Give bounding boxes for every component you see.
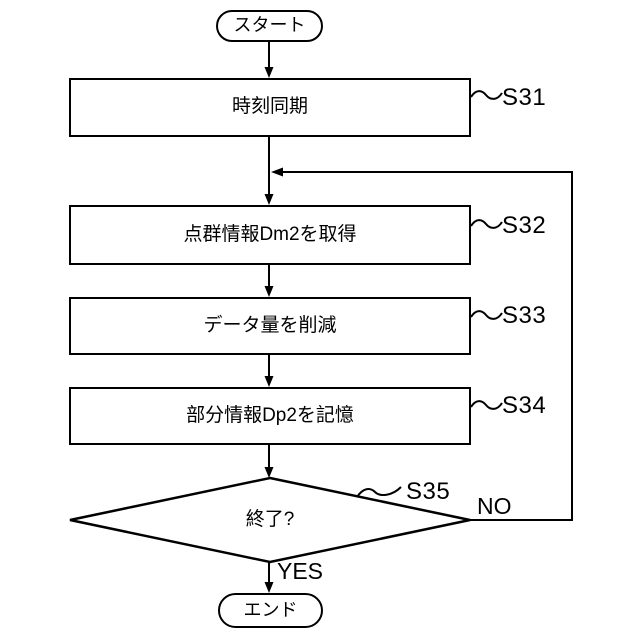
- process-box-s34: 部分情報Dp2を記憶: [69, 387, 471, 445]
- no-loop-arrowhead-icon: [271, 167, 283, 177]
- end-terminal: エンド: [218, 593, 323, 628]
- arrowhead-s34-icon: [264, 376, 274, 387]
- process-box-s31: 時刻同期: [69, 78, 471, 137]
- arrowhead-s32-icon: [264, 194, 274, 205]
- process-label-s31: 時刻同期: [231, 96, 308, 118]
- arrowhead-end-icon: [264, 582, 274, 593]
- no-loop-connector: [283, 171, 573, 521]
- tilde-leader-s31-icon: [470, 90, 503, 100]
- tilde-leader-s35-icon: [356, 486, 402, 498]
- process-label-s33: データ量を削減: [203, 314, 337, 336]
- decision-diamond: [69, 476, 471, 564]
- process-label-s34: 部分情報Dp2を記憶: [186, 404, 354, 426]
- step-id-s32: S32: [502, 212, 547, 239]
- process-label-s32: 点群情報Dm2を取得: [183, 223, 357, 245]
- no-branch-label: NO: [477, 493, 512, 519]
- tilde-leader-s34-icon: [470, 400, 503, 410]
- end-label: エンド: [243, 599, 298, 620]
- step-id-s31: S31: [502, 84, 547, 111]
- decision-label-s35: 終了?: [245, 509, 295, 530]
- start-terminal: スタート: [216, 10, 323, 42]
- start-label: スタート: [233, 15, 306, 36]
- step-id-s33: S33: [502, 302, 547, 329]
- arrowhead-s33-icon: [264, 286, 274, 297]
- yes-branch-label: YES: [277, 558, 324, 584]
- arrowhead-s31-icon: [264, 67, 274, 78]
- arrowhead-s35-icon: [264, 467, 274, 478]
- tilde-leader-s33-icon: [470, 310, 503, 320]
- process-box-s33: データ量を削減: [69, 297, 471, 355]
- step-id-s35: S35: [406, 478, 451, 505]
- step-id-s34: S34: [502, 392, 547, 419]
- process-box-s32: 点群情報Dm2を取得: [69, 205, 471, 265]
- tilde-leader-s32-icon: [470, 219, 503, 229]
